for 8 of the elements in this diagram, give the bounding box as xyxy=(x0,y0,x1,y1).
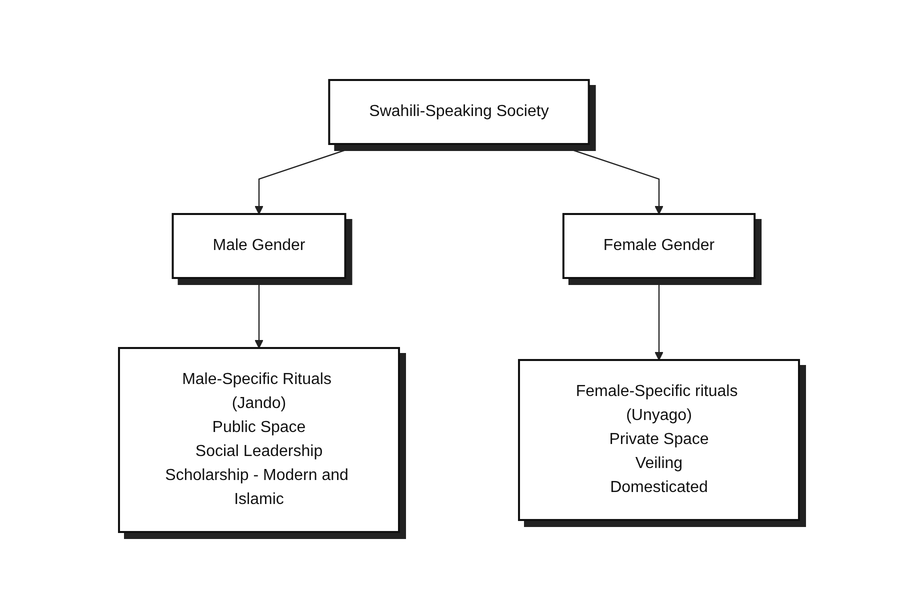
node-box: Male Gender xyxy=(171,213,346,279)
node-box: Female-Specific rituals (Unyago) Private Space Veiling Domesticated xyxy=(518,359,800,521)
node-box: Female Gender xyxy=(562,213,756,279)
arrow xyxy=(254,278,263,348)
arrow xyxy=(654,278,663,360)
node-box: Male-Specific Rituals (Jando) Public Space Social Leadership Scholarship - Modern and Islamic xyxy=(118,347,400,533)
arrow xyxy=(254,143,364,214)
node-box: Swahili-Speaking Society xyxy=(328,79,590,145)
